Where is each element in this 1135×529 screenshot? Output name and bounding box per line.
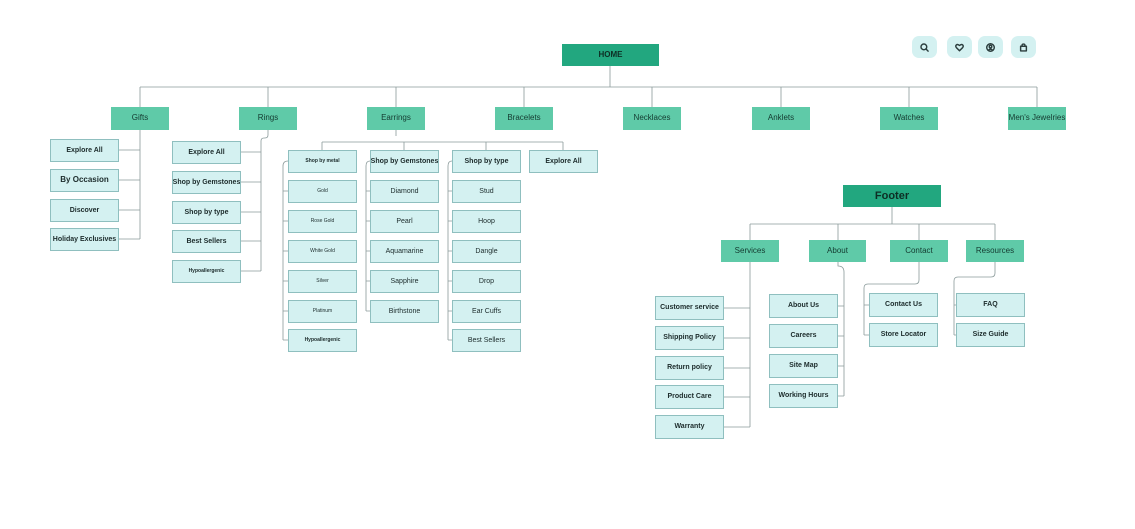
bag-icon <box>1019 42 1028 52</box>
heart-icon <box>955 43 964 51</box>
services-shipping-policy[interactable]: Shipping Policy <box>655 326 724 350</box>
about-about-us[interactable]: About Us <box>769 294 838 318</box>
footer-section-services[interactable]: Services <box>721 240 779 262</box>
rings-shop-by-type[interactable]: Shop by type <box>172 201 241 224</box>
earrings-type-stud[interactable]: Stud <box>452 180 521 203</box>
rings-explore-all[interactable]: Explore All <box>172 141 241 164</box>
earrings-gem-sapphire[interactable]: Sapphire <box>370 270 439 293</box>
earrings-shop-by-type[interactable]: Shop by type <box>452 150 521 173</box>
category-bracelets[interactable]: Bracelets <box>495 107 553 130</box>
services-return-policy[interactable]: Return policy <box>655 356 724 380</box>
earrings-metal-silver[interactable]: Silver <box>288 270 357 293</box>
earrings-gem-birthstone[interactable]: Birthstone <box>370 300 439 323</box>
earrings-metal-platinum[interactable]: Platinum <box>288 300 357 323</box>
services-customer-service[interactable]: Customer service <box>655 296 724 320</box>
rings-shop-by-gemstones[interactable]: Shop by Gemstones <box>172 171 241 194</box>
earrings-shop-by-gemstones[interactable]: Shop by Gemstones <box>370 150 439 173</box>
services-warranty[interactable]: Warranty <box>655 415 724 439</box>
resources-size-guide[interactable]: Size Guide <box>956 323 1025 347</box>
earrings-type-drop[interactable]: Drop <box>452 270 521 293</box>
category-earrings[interactable]: Earrings <box>367 107 425 130</box>
earrings-metal-white-gold[interactable]: White Gold <box>288 240 357 263</box>
category-watches[interactable]: Watches <box>880 107 938 130</box>
user-icon <box>986 42 995 52</box>
earrings-metal-hypoallergenic[interactable]: Hypoallergenic <box>288 329 357 352</box>
earrings-metal-gold[interactable]: Gold <box>288 180 357 203</box>
earrings-type-dangle[interactable]: Dangle <box>452 240 521 263</box>
earrings-gem-diamond[interactable]: Diamond <box>370 180 439 203</box>
earrings-gem-pearl[interactable]: Pearl <box>370 210 439 233</box>
earrings-shop-by-metal[interactable]: Shop by metal <box>288 150 357 173</box>
about-site-map[interactable]: Site Map <box>769 354 838 378</box>
earrings-type-ear-cuffs[interactable]: Ear Cuffs <box>452 300 521 323</box>
earrings-explore-all[interactable]: Explore All <box>529 150 598 173</box>
rings-best-sellers[interactable]: Best Sellers <box>172 230 241 253</box>
about-working-hours[interactable]: Working Hours <box>769 384 838 408</box>
gifts-explore-all[interactable]: Explore All <box>50 139 119 162</box>
footer-section-resources[interactable]: Resources <box>966 240 1024 262</box>
rings-hypoallergenic[interactable]: Hypoallergenic <box>172 260 241 283</box>
home-node[interactable]: HOME <box>562 44 659 66</box>
services-product-care[interactable]: Product Care <box>655 385 724 409</box>
gifts-discover[interactable]: Discover <box>50 199 119 222</box>
footer-node[interactable]: Footer <box>843 185 941 207</box>
contact-store-locator[interactable]: Store Locator <box>869 323 938 347</box>
footer-section-about[interactable]: About <box>809 240 866 262</box>
about-careers[interactable]: Careers <box>769 324 838 348</box>
cart-button[interactable] <box>1011 36 1036 58</box>
category-mens-jewelries[interactable]: Men's Jewelries <box>1008 107 1066 130</box>
search-icon <box>920 42 929 52</box>
gifts-holiday-exclusives[interactable]: Holiday Exclusives <box>50 228 119 251</box>
search-button[interactable] <box>912 36 937 58</box>
gifts-by-occasion[interactable]: By Occasion <box>50 169 119 192</box>
earrings-gem-aquamarine[interactable]: Aquamarine <box>370 240 439 263</box>
earrings-metal-rose-gold[interactable]: Rose Gold <box>288 210 357 233</box>
account-button[interactable] <box>978 36 1003 58</box>
category-necklaces[interactable]: Necklaces <box>623 107 681 130</box>
contact-contact-us[interactable]: Contact Us <box>869 293 938 317</box>
wishlist-button[interactable] <box>947 36 972 58</box>
footer-section-contact[interactable]: Contact <box>890 240 948 262</box>
resources-faq[interactable]: FAQ <box>956 293 1025 317</box>
earrings-type-hoop[interactable]: Hoop <box>452 210 521 233</box>
category-rings[interactable]: Rings <box>239 107 297 130</box>
category-gifts[interactable]: Gifts <box>111 107 169 130</box>
earrings-type-best-sellers[interactable]: Best Sellers <box>452 329 521 352</box>
category-anklets[interactable]: Anklets <box>752 107 810 130</box>
